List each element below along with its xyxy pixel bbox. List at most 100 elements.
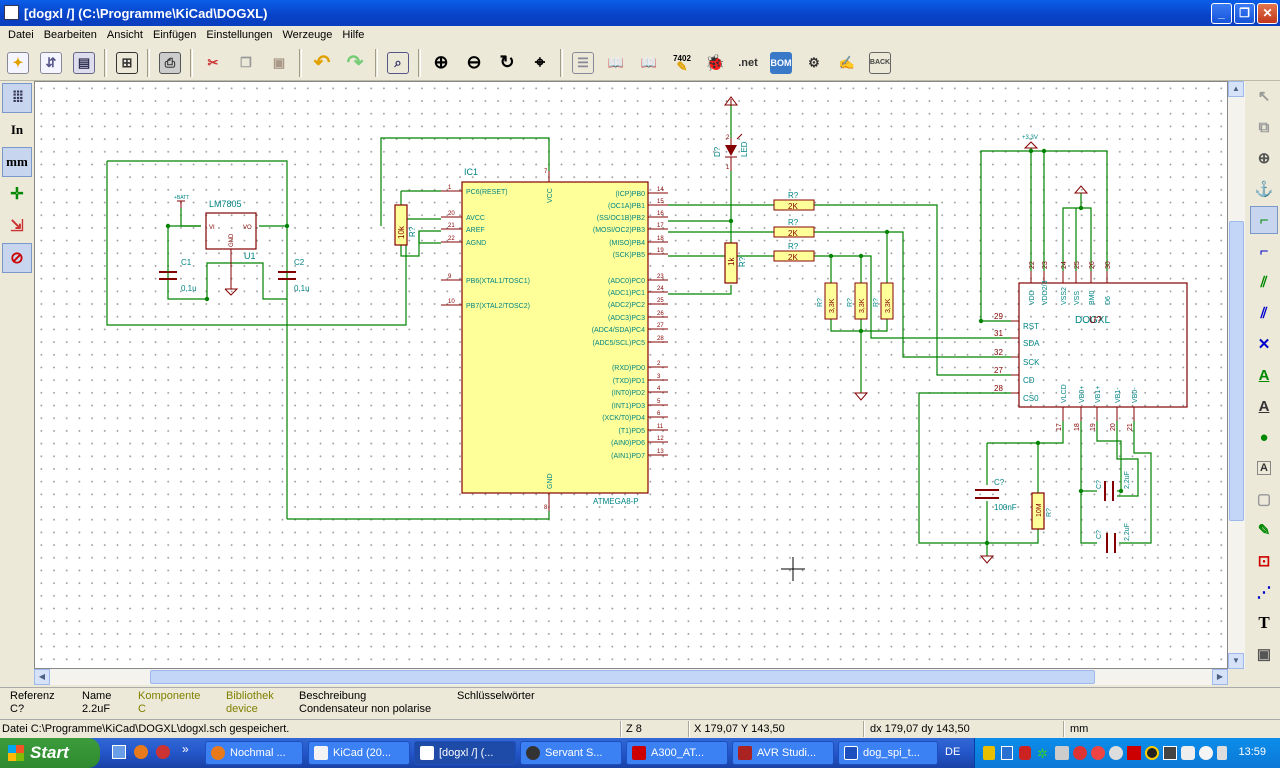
task-word[interactable]: dog_spi_t... (838, 741, 938, 765)
task-avr-studio[interactable]: AVR Studi... (732, 741, 834, 765)
add-bus-button[interactable]: ⌐ (1250, 237, 1278, 265)
graphic-line-button[interactable]: ⋰ (1250, 578, 1278, 606)
maximize-button[interactable]: ❐ (1234, 3, 1255, 24)
hier-label-button[interactable]: A (1250, 454, 1278, 482)
ic1-body[interactable] (461, 181, 649, 494)
menu-bearbeiten[interactable]: Bearbeiten (43, 29, 97, 41)
vertical-scroll-thumb[interactable] (1229, 221, 1244, 521)
import-pin-button[interactable]: ✎ (1250, 516, 1278, 544)
language-indicator[interactable]: DE (945, 746, 961, 758)
menu-hilfe[interactable]: Hilfe (342, 29, 365, 41)
grid-toggle-button[interactable]: ⁞⁞⁞ (2, 83, 32, 113)
paste-button[interactable]: ▣ (264, 48, 294, 78)
page-settings-button[interactable]: ⊞ (112, 48, 142, 78)
redraw-button[interactable]: ↻ (492, 48, 522, 78)
quicklaunch-firefox-icon[interactable] (134, 745, 148, 759)
zoom-in-button[interactable]: ⊕ (426, 48, 456, 78)
text-tool-button[interactable]: T (1250, 609, 1278, 637)
tray-device-icon[interactable] (1217, 746, 1227, 760)
zoom-out-button[interactable]: ⊖ (459, 48, 489, 78)
r-reset-body[interactable] (394, 204, 408, 246)
cut-button[interactable]: ✂ (198, 48, 228, 78)
annotate-button[interactable]: 7402✎ (667, 48, 697, 78)
start-button[interactable]: Start (0, 738, 100, 768)
close-button[interactable]: ✕ (1257, 3, 1278, 24)
tray-speaker-icon[interactable] (1199, 746, 1213, 760)
add-power-button[interactable]: ⚓ (1250, 175, 1278, 203)
global-label-button[interactable]: A (1250, 392, 1278, 420)
hier-sheet-button[interactable]: ▢ (1250, 485, 1278, 513)
hier-pin-button[interactable]: ⊡ (1250, 547, 1278, 575)
redo-button[interactable]: ↷ (340, 48, 370, 78)
units-mm-button[interactable]: mm (2, 147, 32, 177)
undo-button[interactable]: ↶ (307, 48, 337, 78)
vertical-scrollbar[interactable]: ▲ ▼ (1228, 81, 1245, 669)
task-kicad[interactable]: KiCad (20... (308, 741, 410, 765)
tray-update-icon[interactable] (1073, 746, 1087, 760)
tray-red-icon[interactable] (1091, 746, 1105, 760)
add-component-button[interactable]: ⊕ (1250, 144, 1278, 172)
net-label-button[interactable]: A (1250, 361, 1278, 389)
menu-einfuegen[interactable]: Einfügen (152, 29, 197, 41)
led-symbol[interactable] (725, 145, 737, 156)
tray-network-icon[interactable] (1109, 746, 1123, 760)
library-editor-button[interactable]: 📖 (601, 48, 631, 78)
tray-security-icon[interactable] (1001, 746, 1013, 760)
new-sheet-button[interactable]: ✦ (3, 48, 33, 78)
minimize-button[interactable]: _ (1211, 3, 1232, 24)
copy-button[interactable]: ❐ (231, 48, 261, 78)
r-vlcd-body[interactable] (1031, 492, 1045, 530)
hierarchy-nav-button[interactable]: ⧉ (1250, 113, 1278, 141)
find-button[interactable]: ⌕ (383, 48, 413, 78)
erc-button[interactable]: 🐞 (700, 48, 730, 78)
bom-button[interactable]: BOM (766, 48, 796, 78)
horizontal-scroll-thumb[interactable] (150, 670, 1095, 684)
task-eeschema[interactable]: [dogxl /] (... (414, 741, 516, 765)
r-led-body[interactable] (724, 242, 738, 284)
quicklaunch-app-icon[interactable] (156, 745, 170, 759)
scroll-up-arrow-icon[interactable]: ▲ (1228, 81, 1244, 97)
scroll-down-arrow-icon[interactable]: ▼ (1228, 653, 1244, 669)
pcbnew-button[interactable]: ✍ (832, 48, 862, 78)
tray-monitor-icon[interactable] (1181, 746, 1195, 760)
tray-media-icon[interactable] (1145, 746, 1159, 760)
menu-werzeuge[interactable]: Werzeuge (282, 29, 333, 41)
task-firefox[interactable]: Nochmal ... (205, 741, 303, 765)
add-wire-button[interactable]: ⌐ (1250, 206, 1278, 234)
task-servant[interactable]: Servant S... (520, 741, 622, 765)
tray-shield-icon[interactable] (983, 746, 995, 760)
scroll-left-arrow-icon[interactable]: ◀ (34, 669, 50, 685)
cursor-shape-button[interactable]: ✛ (2, 179, 32, 209)
menu-datei[interactable]: Datei (8, 29, 34, 41)
tray-app-icon[interactable] (1055, 746, 1069, 760)
bus-wire-orient-button[interactable]: ⊘ (2, 243, 32, 273)
image-tool-button[interactable]: ▣ (1250, 640, 1278, 668)
clock[interactable]: 13:59 (1238, 746, 1266, 758)
c-b2-symbol[interactable] (1106, 533, 1116, 553)
back-button[interactable]: BACK (865, 48, 895, 78)
task-pdf[interactable]: A300_AT... (626, 741, 728, 765)
library-browser-button[interactable]: 📖 (634, 48, 664, 78)
cvpcb-button[interactable]: ⚙ (799, 48, 829, 78)
menu-einstellungen[interactable]: Einstellungen (206, 29, 273, 41)
save-button[interactable]: ▤ (69, 48, 99, 78)
zoom-fit-button[interactable]: ⌖ (525, 48, 555, 78)
units-inch-button[interactable]: In (2, 115, 32, 145)
bus-entry-button[interactable]: ⫽ (1250, 299, 1278, 327)
c-b1-symbol[interactable] (1104, 481, 1114, 501)
no-connect-button[interactable]: ✕ (1250, 330, 1278, 358)
hierarchy-button[interactable]: ☰ (568, 48, 598, 78)
scroll-right-arrow-icon[interactable]: ▶ (1212, 669, 1228, 685)
c2-symbol[interactable] (278, 271, 296, 280)
quicklaunch-more-icon[interactable]: » (182, 742, 189, 756)
dogxl-body[interactable] (1018, 282, 1188, 408)
netlist-button[interactable]: .net (733, 48, 763, 78)
select-tool-button[interactable]: ↖ (1250, 82, 1278, 110)
horizontal-scrollbar[interactable]: ◀ ▶ (34, 669, 1228, 685)
open-sheet-button[interactable]: ⇵ (36, 48, 66, 78)
menu-ansicht[interactable]: Ansicht (106, 29, 143, 41)
tray-gear-icon[interactable]: ✲ (1037, 746, 1048, 761)
tray-ati-icon[interactable] (1127, 746, 1141, 760)
wire-entry-button[interactable]: ⫽ (1250, 268, 1278, 296)
